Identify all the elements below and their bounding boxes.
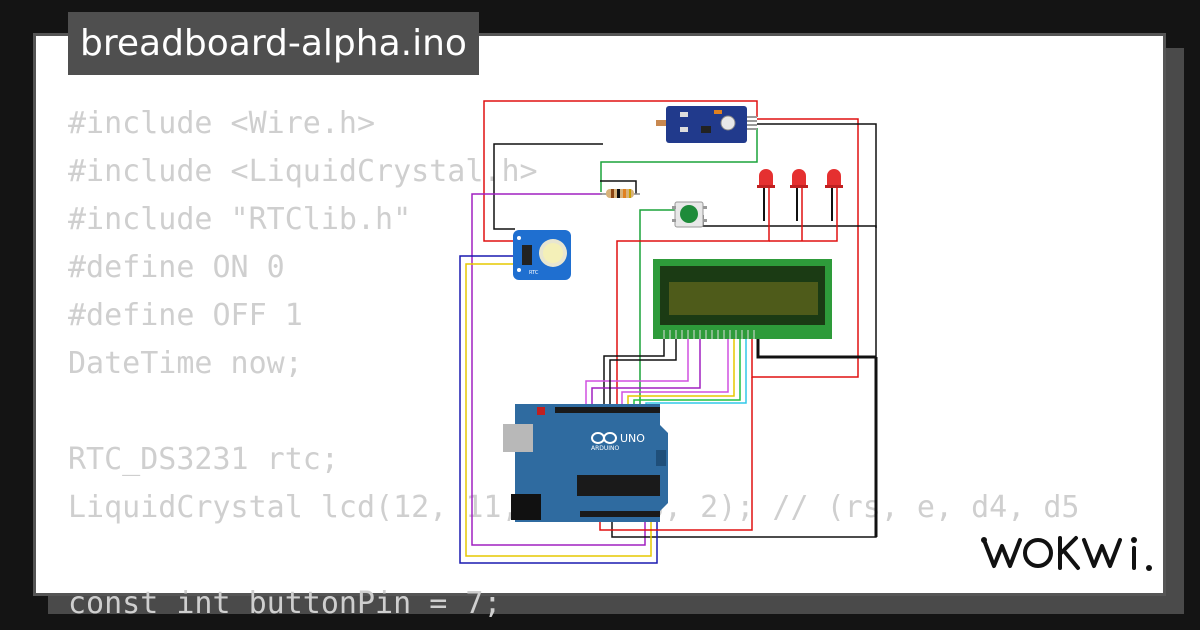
code-line: RTC_DS3231 rtc;: [68, 442, 339, 477]
wire-black: [600, 180, 637, 194]
wire-red: [599, 377, 753, 531]
light-sensor-module[interactable]: [656, 106, 757, 143]
code-line: #include <Wire.h>: [68, 106, 376, 141]
wire-purple: [471, 193, 646, 546]
push-button[interactable]: [672, 201, 707, 228]
photoresistor-icon: [656, 120, 666, 126]
wire-black: [609, 334, 677, 404]
wire-yellow: [627, 334, 735, 404]
wire-black: [757, 123, 877, 228]
arduino-uno-board[interactable]: ARDUINO UNO: [503, 404, 668, 522]
lcd-display[interactable]: [653, 259, 832, 339]
wire-red: [769, 186, 838, 242]
svg-text:RTC: RTC: [529, 270, 539, 276]
wire-purple: [621, 334, 729, 404]
power-jack-icon: [511, 494, 541, 520]
wire-red: [616, 186, 770, 404]
arduino-brand-label: ARDUINO: [591, 445, 620, 452]
arduino-logo-icon: [591, 432, 617, 444]
wire-green: [639, 209, 677, 404]
code-line: #define OFF 1: [68, 298, 303, 333]
wire-green: [600, 128, 758, 192]
code-line: #include <LiquidCrystal.h>: [68, 154, 538, 189]
usb-port-icon: [503, 424, 533, 452]
led-red[interactable]: [825, 169, 843, 188]
led-red[interactable]: [757, 169, 775, 188]
wire-green: [633, 334, 741, 404]
reset-button[interactable]: [537, 407, 545, 415]
wire-red: [751, 118, 859, 378]
wire-purple: [591, 334, 701, 404]
code-line: #define ON 0: [68, 250, 285, 285]
atmega-chip-icon: [577, 475, 660, 496]
rtc-module[interactable]: RTC: [513, 230, 571, 280]
wire-blue: [459, 255, 658, 564]
wire-black: [493, 143, 603, 230]
wire-cyan: [645, 334, 747, 404]
code-background: #include <Wire.h> #include <LiquidCrystal…: [68, 100, 1079, 628]
wire-black: [603, 334, 665, 404]
led-red[interactable]: [790, 169, 808, 188]
wire-yellow: [465, 263, 652, 557]
resistor[interactable]: [600, 189, 640, 198]
wire-black: [756, 334, 876, 359]
wire-red: [483, 100, 758, 242]
wire-purple: [585, 334, 689, 404]
arduino-model-label: UNO: [620, 432, 645, 445]
code-line: #include "RTClib.h": [68, 202, 412, 237]
code-line: const int buttonPin = 7;: [68, 586, 502, 621]
wokwi-logo-icon: [981, 536, 1152, 571]
code-line: DateTime now;: [68, 346, 303, 381]
project-title: breadboard-alpha.ino: [68, 12, 479, 75]
